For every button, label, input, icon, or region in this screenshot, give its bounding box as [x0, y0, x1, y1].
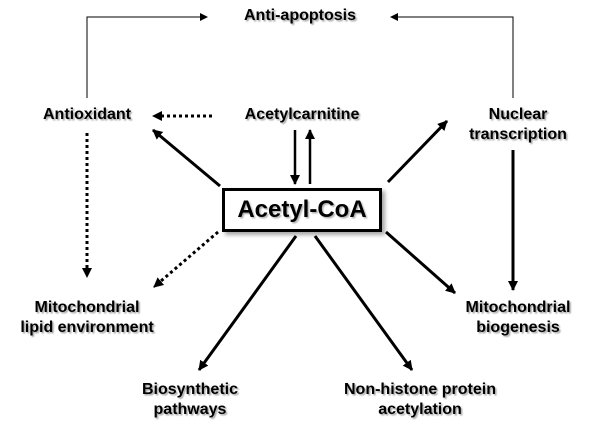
- mito-biogenesis-label: Mitochondrial biogenesis: [448, 298, 588, 338]
- biosynthetic-line-1: Biosynthetic: [141, 381, 238, 398]
- arrow-hub-to-mito-lipid: [153, 230, 219, 289]
- arrow-hub-to-biogenesis: [385, 230, 456, 295]
- acetyl-coa-box: Acetyl-CoA: [222, 188, 382, 232]
- mito-lipid-label: Mitochondrial lipid environment: [2, 298, 172, 338]
- biosynthetic-label: Biosynthetic pathways: [120, 380, 260, 420]
- arrow-hub-to-nuclear: [386, 119, 449, 184]
- biosynthetic-line-2: pathways: [153, 401, 227, 418]
- mito-lipid-line-1: Mitochondrial: [34, 299, 140, 316]
- nonhistone-label: Non-histone protein acetylation: [320, 380, 520, 420]
- anti-apoptosis-label: Anti-apoptosis: [244, 7, 356, 24]
- arrow-antioxidant-to-antiapoptosis: [86, 13, 208, 98]
- arrow-nuclear-to-antiapoptosis: [390, 13, 514, 98]
- mito-biogenesis-line-1: Mitochondrial: [465, 299, 571, 316]
- arrow-hub-to-biosynthetic: [197, 235, 298, 371]
- antioxidant-label: Antioxidant: [43, 106, 131, 123]
- nuclear-transcription-line-1: Nuclear: [488, 106, 548, 123]
- nonhistone-line-1: Non-histone protein: [344, 381, 496, 398]
- nuclear-transcription-label: Nuclear transcription: [443, 105, 593, 145]
- nonhistone-line-2: acetylation: [378, 401, 462, 418]
- acetylcarnitine-label: Acetylcarnitine: [244, 106, 360, 123]
- nuclear-transcription-line-2: transcription: [469, 126, 567, 143]
- arrow-hub-to-antioxidant: [152, 128, 221, 188]
- arrow-hub-to-nonhistone: [313, 235, 414, 371]
- mito-biogenesis-line-2: biogenesis: [476, 319, 560, 336]
- mito-lipid-line-2: lipid environment: [20, 319, 154, 336]
